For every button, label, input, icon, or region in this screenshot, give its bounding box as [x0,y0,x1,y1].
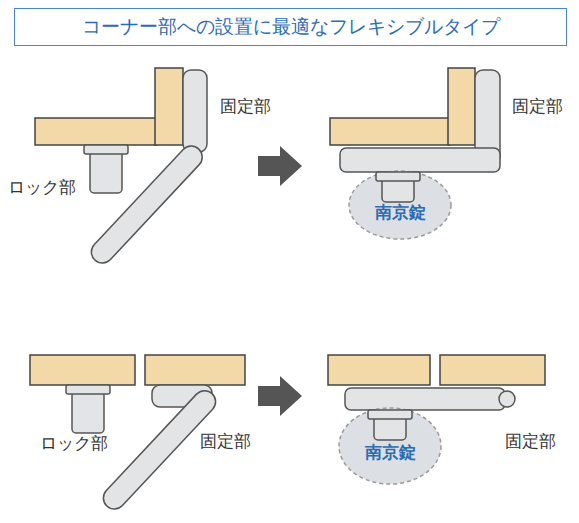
padlock-area: 南京錠 [348,170,452,240]
lock-body [382,178,414,202]
lock-body [90,151,122,193]
swing-arm [87,142,207,268]
wood-plank [30,355,135,385]
wood-plank [155,68,183,145]
lock-part [84,145,128,193]
lock-flange [376,172,420,181]
lock-part [376,172,420,202]
step-arrow [258,146,302,186]
part-label: ロック部 [40,432,108,455]
padlock-text: 南京錠 [365,441,416,464]
wood-plank [35,118,157,145]
lock-part [66,385,110,433]
part-label: 固定部 [512,95,563,118]
padlock-text: 南京錠 [375,201,426,224]
padlock-area: 南京錠 [338,407,442,485]
padlock-ellipse [349,171,451,239]
wood-plank [448,68,475,145]
fixed-part [183,70,207,152]
wood-plank [145,355,245,385]
wood-plank [330,118,450,145]
part-label: 固定部 [505,430,556,453]
part-label: 固定部 [200,430,251,453]
swing-arm [340,148,500,172]
padlock-ellipse [339,408,441,484]
lock-body [72,391,104,433]
title-box: コーナー部への設置に最適なフレキシブルタイプ [14,8,567,46]
title-text: コーナー部への設置に最適なフレキシブルタイプ [82,14,500,40]
lock-flange [368,410,412,419]
part-label: 固定部 [220,95,271,118]
wood-plank [328,355,430,385]
swing-arm [345,388,505,410]
lock-flange [84,145,128,154]
part-label: ロック部 [8,176,76,199]
lock-body [374,416,406,440]
hinge-knob [499,391,515,407]
lock-part [368,410,412,440]
lock-flange [66,385,110,394]
wood-plank [440,355,545,385]
step-arrow [258,376,302,416]
